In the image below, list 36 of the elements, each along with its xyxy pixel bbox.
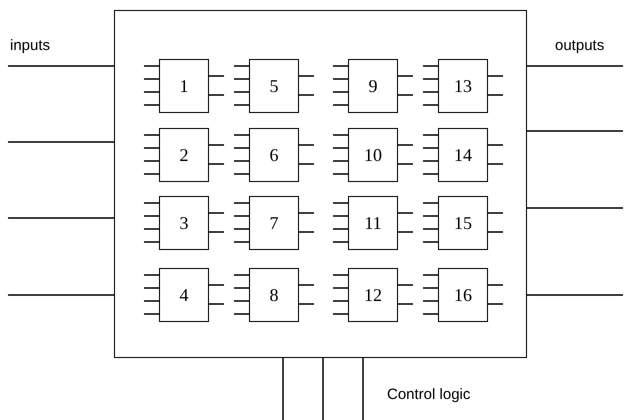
chip-box	[159, 268, 209, 322]
control-label: Control logic	[387, 386, 470, 403]
chip-box	[438, 59, 488, 113]
chip-number: 7	[270, 212, 278, 234]
chip-box	[438, 128, 488, 182]
outputs-label: outputs	[555, 37, 604, 54]
chip-number: 4	[180, 284, 188, 306]
chip-box	[438, 196, 488, 250]
chip-box	[348, 59, 398, 113]
chip-number: 8	[270, 284, 278, 306]
chip-number: 16	[454, 284, 472, 306]
chip-number: 1	[180, 76, 188, 96]
chip-number: 13	[454, 76, 472, 96]
chip-box	[159, 196, 209, 250]
chip-box	[159, 128, 209, 182]
chip-number: 10	[364, 144, 382, 166]
chip-box	[348, 268, 398, 322]
chip-number: 2	[180, 144, 188, 166]
chip-box	[249, 128, 299, 182]
chip-box	[348, 128, 398, 182]
chip-box	[249, 59, 299, 113]
chip-box	[438, 268, 488, 322]
chip-number: 6	[270, 144, 278, 166]
chip-number: 3	[180, 212, 188, 234]
chip-box	[249, 196, 299, 250]
chip-number: 12	[364, 284, 382, 306]
chip-number: 11	[364, 212, 382, 234]
board-box	[114, 10, 527, 358]
chip-box	[249, 268, 299, 322]
inputs-label: inputs	[10, 37, 50, 54]
chip-box	[348, 196, 398, 250]
chip-number: 15	[454, 212, 472, 234]
chip-box	[159, 59, 209, 113]
chip-number: 9	[368, 76, 378, 96]
chip-number: 14	[454, 144, 472, 166]
chip-number: 5	[270, 76, 278, 96]
